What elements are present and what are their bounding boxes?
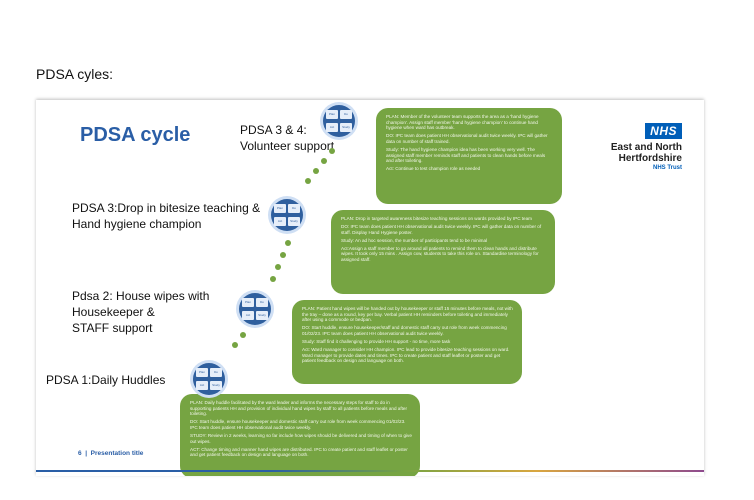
cycle-ring: Plan Do Act Study: [323, 105, 355, 137]
connector-dot: [232, 342, 238, 348]
step-label-3: PDSA 3:Drop in bitesize teaching & Hand …: [72, 200, 260, 232]
cycle-ring: Plan Do Act Study: [271, 199, 303, 231]
cycle-quadrant: Act: [326, 123, 338, 132]
pdsa-cycle-icon: Plan Do Act Study: [268, 196, 306, 234]
nhs-trust-label: NHS Trust: [652, 165, 682, 171]
footer-divider: [36, 470, 704, 472]
connector-dot: [313, 168, 319, 174]
step-box-3: PLAN: Drop in targeted awareness bitesiz…: [331, 210, 555, 294]
box-paragraph: PLAN: Daily huddle facilitated by the wa…: [190, 400, 407, 417]
cycle-quadrant: Plan: [242, 298, 254, 307]
cycle-ring: Plan Do Act Study: [193, 363, 225, 395]
connector-dot: [321, 158, 327, 164]
connector-dot: [270, 276, 276, 282]
step-label-2: Pdsa 2: House wipes with Housekeeper & S…: [72, 288, 209, 336]
page-heading: PDSA cyles:: [36, 66, 114, 82]
cycle-quadrant: Study: [288, 217, 300, 226]
cycle-quadrant: Act: [274, 217, 286, 226]
connector-dot: [305, 178, 311, 184]
pdsa-cycle-icon: Plan Do Act Study: [236, 290, 274, 328]
cycle-quadrant: Plan: [326, 110, 338, 119]
step-box-1: PLAN: Daily huddle facilitated by the wa…: [180, 394, 420, 476]
step-label-text: PDSA 3:Drop in bitesize teaching & Hand …: [72, 201, 261, 231]
cycle-quadrant: Study: [256, 311, 268, 320]
connector-dot: [240, 332, 246, 338]
cycle-quadrant: Plan: [274, 204, 286, 213]
box-paragraph: Act:Assign a staff member to go around a…: [341, 245, 539, 263]
cycle-quadrant: Do: [256, 298, 268, 307]
pdsa-cycle-icon: Plan Do Act Study: [190, 360, 228, 398]
nhs-org-name: East and North Hertfordshire: [610, 142, 682, 164]
pdsa-slide: PDSA cycle NHS East and North Hertfordsh…: [36, 100, 704, 476]
box-paragraph: ACT: Change timing and manner hand wipes…: [190, 446, 408, 458]
step-label-4: PDSA 3 & 4: Volunteer support: [240, 122, 334, 154]
box-paragraph: PLAN: Drop in targeted awareness bitesiz…: [341, 216, 532, 221]
step-box-4: PLAN: Member of the volunteer team suppo…: [376, 108, 562, 204]
cycle-quadrant: Act: [242, 311, 254, 320]
box-paragraph: DO: Start huddle, ensure housekeeper/sta…: [302, 325, 507, 336]
step-box-2: PLAN: Patient hand wipes will be handed …: [292, 300, 522, 384]
cycle-quadrant: Do: [210, 368, 222, 377]
box-paragraph: Study: An ad hoc session, the number of …: [341, 237, 488, 243]
box-paragraph: PLAN: Member of the volunteer team suppo…: [386, 114, 539, 131]
box-paragraph: DO: IPC team does patient HH observation…: [341, 224, 542, 235]
box-paragraph: PLAN: Patient hand wipes will be handed …: [302, 306, 513, 323]
nhs-badge: NHS: [645, 123, 682, 139]
pdsa-cycle-icon: Plan Do Act Study: [320, 102, 358, 140]
box-paragraph: Study: Staff find it challenging to prov…: [302, 338, 451, 344]
cycle-ring: Plan Do Act Study: [239, 293, 271, 325]
nhs-logo: NHS East and North Hertfordshire NHS Tru…: [572, 122, 682, 171]
cycle-quadrant: Do: [340, 110, 352, 119]
box-paragraph: DO: Start huddle, ensure housekeeper and…: [190, 419, 406, 430]
connector-dot: [280, 252, 286, 258]
connector-dot: [275, 264, 281, 270]
box-paragraph: Act: Ward manager to consider HH champio…: [302, 347, 510, 364]
cycle-quadrant: Do: [288, 204, 300, 213]
box-paragraph: DO: IPC team does patient HH observation…: [386, 133, 548, 144]
step-label-text: Pdsa 2: House wipes with Housekeeper & S…: [72, 289, 210, 335]
box-paragraph: Study: The hand hygiene champion idea ha…: [386, 146, 546, 164]
slide-title: PDSA cycle: [80, 124, 191, 146]
cycle-quadrant: Study: [210, 381, 222, 390]
cycle-quadrant: Act: [196, 381, 208, 390]
step-label-text: PDSA 1:Daily Huddles: [46, 373, 166, 387]
box-paragraph: STUDY: Review in 2 weeks, learning so fa…: [190, 432, 412, 444]
connector-dot: [285, 240, 291, 246]
step-label-text: PDSA 3 & 4: Volunteer support: [240, 123, 335, 153]
cycle-quadrant: Study: [340, 123, 352, 132]
connector-dot: [329, 148, 335, 154]
box-paragraph: Act: Continue to test champion role as n…: [386, 166, 481, 172]
slide-footer: 6 | Presentation title: [78, 450, 144, 457]
step-label-1: PDSA 1:Daily Huddles: [46, 372, 165, 388]
cycle-quadrant: Plan: [196, 368, 208, 377]
